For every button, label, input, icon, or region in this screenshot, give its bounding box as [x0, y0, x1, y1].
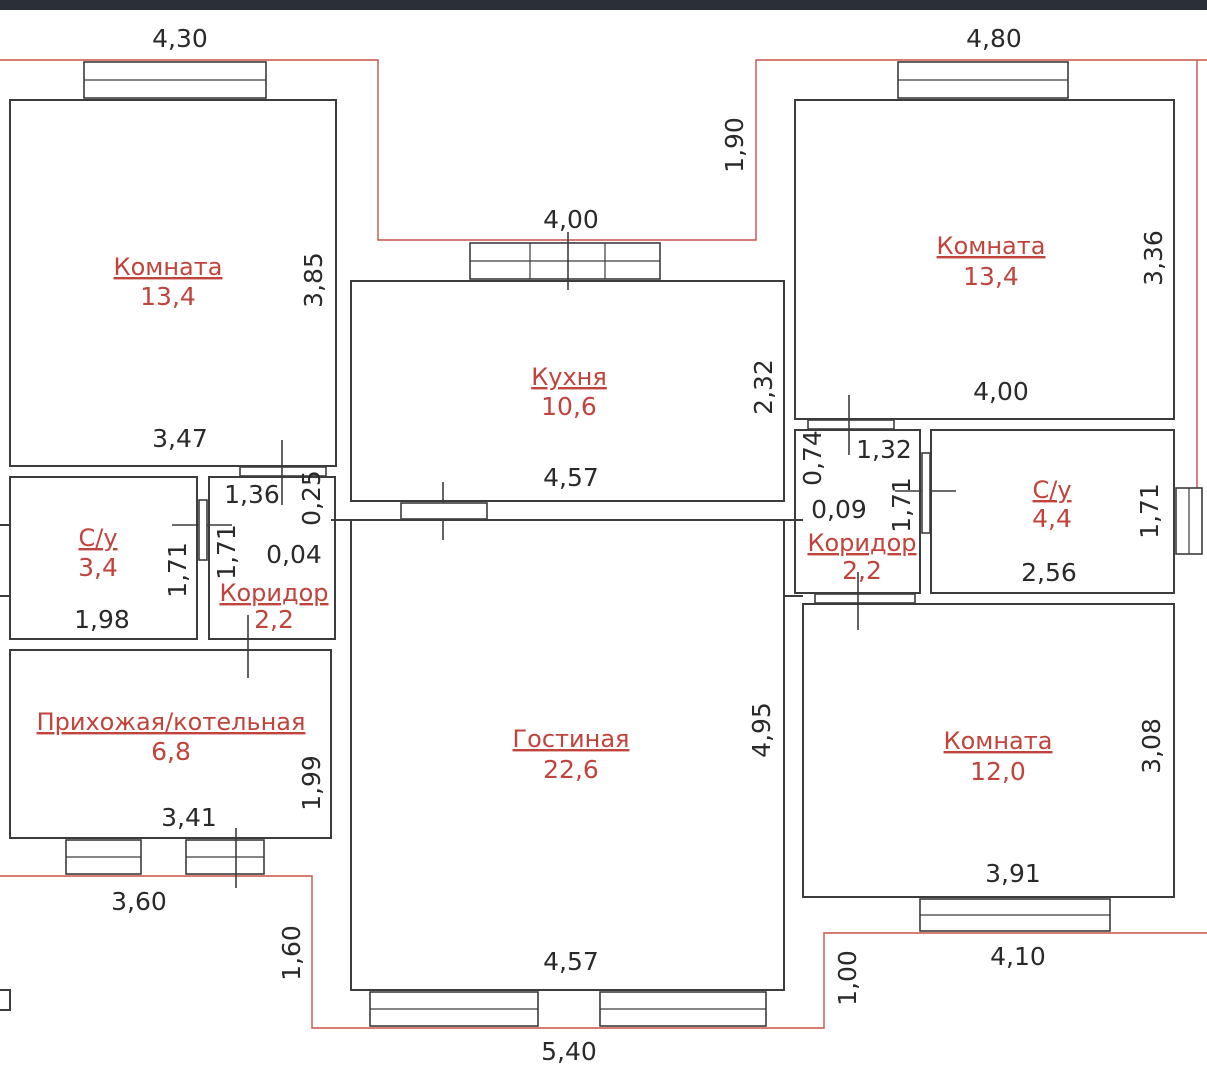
window-room-bottom-right: [919, 898, 1111, 932]
window-bath-right: [1175, 487, 1203, 555]
dim-kitchen-height: 2,32: [749, 359, 778, 415]
dim-balcony-width: 4,00: [543, 205, 599, 234]
window-kitchen: [469, 242, 661, 280]
bath-left-name: С/у: [78, 524, 117, 552]
dim-room-tr-height: 3,36: [1139, 230, 1168, 286]
dim-corr-l-width: 1,36: [224, 480, 280, 509]
dim-room-tl-width: 3,47: [152, 424, 208, 453]
window-hall-2: [185, 839, 265, 875]
corridor-right-name: Коридор: [807, 529, 916, 557]
kitchen-name: Кухня: [531, 363, 607, 391]
window-top-right: [897, 61, 1069, 99]
living-name: Гостиная: [513, 725, 630, 753]
dim-bath-l-width: 1,98: [74, 605, 130, 634]
room-top-right-name: Комната: [937, 232, 1046, 260]
room-labels: Комната 13,4 Кухня 10,6 Комната 13,4 С/у…: [37, 232, 1072, 786]
dim-corr-r-height: 1,71: [887, 477, 916, 533]
window-top-left: [83, 61, 267, 99]
dim-top-right-width: 4,80: [966, 24, 1022, 53]
kitchen-area: 10,6: [541, 392, 597, 421]
wall-room-bottom-right: [802, 603, 1175, 898]
room-top-left-area: 13,4: [140, 282, 196, 311]
wall-hall: [9, 649, 332, 839]
bath-right-name: С/у: [1032, 476, 1071, 504]
living-area: 22,6: [543, 755, 599, 784]
top-bar: [0, 0, 1207, 10]
dim-corr-l-height: 1,71: [212, 524, 241, 580]
door-marks: [172, 232, 956, 888]
exterior-outline: [0, 59, 1207, 1029]
corridor-left-name: Коридор: [219, 579, 328, 607]
window-living-1: [369, 991, 539, 1027]
room-bottom-right-area: 12,0: [970, 757, 1026, 786]
dim-terrace-depth: 1,60: [277, 925, 306, 981]
wall-room-top-left: [9, 99, 337, 467]
dim-bath-r-width: 2,56: [1021, 558, 1077, 587]
room-top-right-area: 13,4: [963, 262, 1019, 291]
dim-bath-r-height: 1,71: [1135, 483, 1164, 539]
dim-corr-r-gap: 0,09: [811, 495, 867, 524]
corridor-left-area: 2,2: [254, 605, 294, 634]
dim-room-tl-height: 3,85: [299, 252, 328, 308]
dim-living-height: 4,95: [747, 702, 776, 758]
dimension-labels: 4,30 4,80 4,00 3,47 4,00 4,57 1,36 0,04 …: [74, 24, 1168, 1066]
walls: [0, 99, 1175, 1011]
wall-bath-right: [930, 429, 1175, 594]
dim-living-width-bottom: 4,57: [543, 947, 599, 976]
room-top-left-name: Комната: [114, 253, 223, 281]
dim-hall-height: 1,99: [297, 755, 326, 811]
dim-room-tr-width: 4,00: [973, 377, 1029, 406]
window-living-2: [599, 991, 767, 1027]
dim-room-br-height: 3,08: [1137, 718, 1166, 774]
dim-corr-r-width: 1,32: [856, 435, 912, 464]
window-hall-1: [65, 839, 142, 875]
wall-living: [350, 519, 785, 991]
dim-kitchen-width: 4,57: [543, 463, 599, 492]
dim-corr-r-top: 0,74: [798, 430, 827, 486]
dim-room-br-width: 3,91: [985, 859, 1041, 888]
windows: [65, 61, 1203, 1027]
window-corridor-left-top: [239, 466, 327, 477]
hall-name: Прихожая/котельная: [37, 708, 306, 736]
bath-right-area: 4,4: [1032, 504, 1072, 533]
bath-left-area: 3,4: [78, 553, 118, 582]
dim-terrace-r-width: 4,10: [990, 942, 1046, 971]
dim-hall-width: 3,41: [161, 803, 217, 832]
dim-corr-l-gap2: 0,04: [266, 540, 322, 569]
room-bottom-right-name: Комната: [944, 727, 1053, 755]
dim-corr-l-gap: 0,25: [297, 470, 326, 526]
dim-terrace-width: 3,60: [111, 887, 167, 916]
dim-total-bottom: 5,40: [541, 1037, 597, 1066]
window-corridor-right-top: [807, 419, 895, 430]
hall-area: 6,8: [151, 737, 191, 766]
dim-bath-l-height: 1,71: [163, 542, 192, 598]
dim-top-left-width: 4,30: [152, 24, 208, 53]
wall-bath-left: [9, 476, 198, 640]
window-corridor-right-bottom: [814, 593, 916, 604]
dim-terrace-r-depth: 1,00: [833, 950, 862, 1006]
wall-room-top-right: [794, 99, 1175, 420]
corridor-right-area: 2,2: [842, 556, 882, 585]
wall-corridor-left: [208, 476, 336, 640]
dim-balcony-depth: 1,90: [720, 117, 749, 173]
